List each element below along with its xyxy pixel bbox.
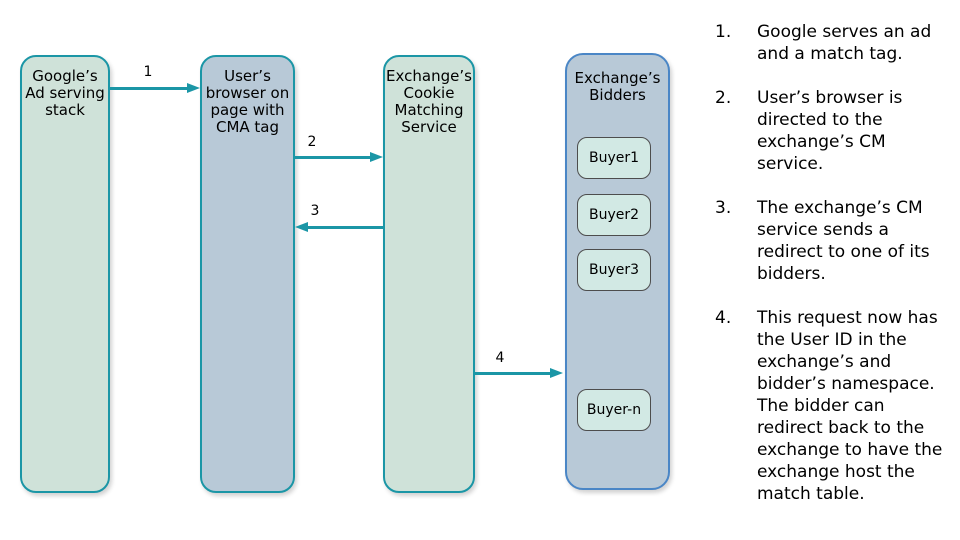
box-title-google-ad-stack: Google’s Ad serving stack <box>25 67 105 119</box>
step-number: 2. <box>715 88 732 108</box>
buyer-box-2: Buyer2 <box>577 194 651 236</box>
arrow-shaft <box>475 372 553 375</box>
buyer-box-3: Buyer3 <box>577 249 651 291</box>
step-text: User’s browser is directed to the exchan… <box>757 88 903 174</box>
arrow-shaft <box>295 156 373 159</box>
buyer-label: Buyer-n <box>586 401 642 418</box>
step-item-2: 2. User’s browser is directed to the exc… <box>715 87 955 175</box>
step-item-4: 4. This request now has the User ID in t… <box>715 307 955 505</box>
buyer-box-n: Buyer-n <box>577 389 651 431</box>
flow-box-cookie-matching-service: Exchange’s Cookie Matching Service <box>383 55 475 493</box>
arrow-3-label: 3 <box>310 203 320 219</box>
step-text: The exchange’s CM service sends a redire… <box>757 198 930 284</box>
flow-box-exchange-bidders: Exchange’s Bidders Buyer1 Buyer2 Buyer3 … <box>565 53 670 490</box>
arrow-3-cm-to-browser <box>295 221 383 233</box>
buyer-label: Buyer3 <box>588 261 640 278</box>
box-title-user-browser: User’s browser on page with CMA tag <box>205 67 290 136</box>
flow-box-user-browser: User’s browser on page with CMA tag <box>200 55 295 493</box>
arrowhead-left-icon <box>295 222 308 232</box>
arrow-4-label: 4 <box>495 350 505 366</box>
arrow-1-google-to-browser <box>110 82 200 94</box>
step-item-3: 3. The exchange’s CM service sends a red… <box>715 197 955 285</box>
step-text: Google serves an ad and a match tag. <box>757 22 932 64</box>
step-number: 3. <box>715 198 732 218</box>
box-title-cookie-matching-service: Exchange’s Cookie Matching Service <box>386 67 472 136</box>
arrow-4-cm-to-bidders <box>475 367 563 379</box>
arrow-shaft <box>305 226 383 229</box>
arrowhead-right-icon <box>187 83 200 93</box>
flow-box-google-ad-stack: Google’s Ad serving stack <box>20 55 110 493</box>
step-number: 4. <box>715 308 732 328</box>
arrowhead-right-icon <box>550 368 563 378</box>
buyer-label: Buyer2 <box>588 206 640 223</box>
arrow-2-label: 2 <box>307 134 317 150</box>
buyer-box-1: Buyer1 <box>577 137 651 179</box>
buyer-label: Buyer1 <box>588 149 640 166</box>
arrow-1-label: 1 <box>143 64 153 80</box>
step-number: 1. <box>715 22 732 42</box>
box-title-exchange-bidders: Exchange’s Bidders <box>574 69 661 104</box>
step-text: This request now has the User ID in the … <box>757 308 943 504</box>
arrow-2-browser-to-cm <box>295 151 383 163</box>
step-item-1: 1. Google serves an ad and a match tag. <box>715 21 955 65</box>
arrowhead-right-icon <box>370 152 383 162</box>
step-list: 1. Google serves an ad and a match tag. … <box>715 21 955 527</box>
arrow-shaft <box>110 87 190 90</box>
